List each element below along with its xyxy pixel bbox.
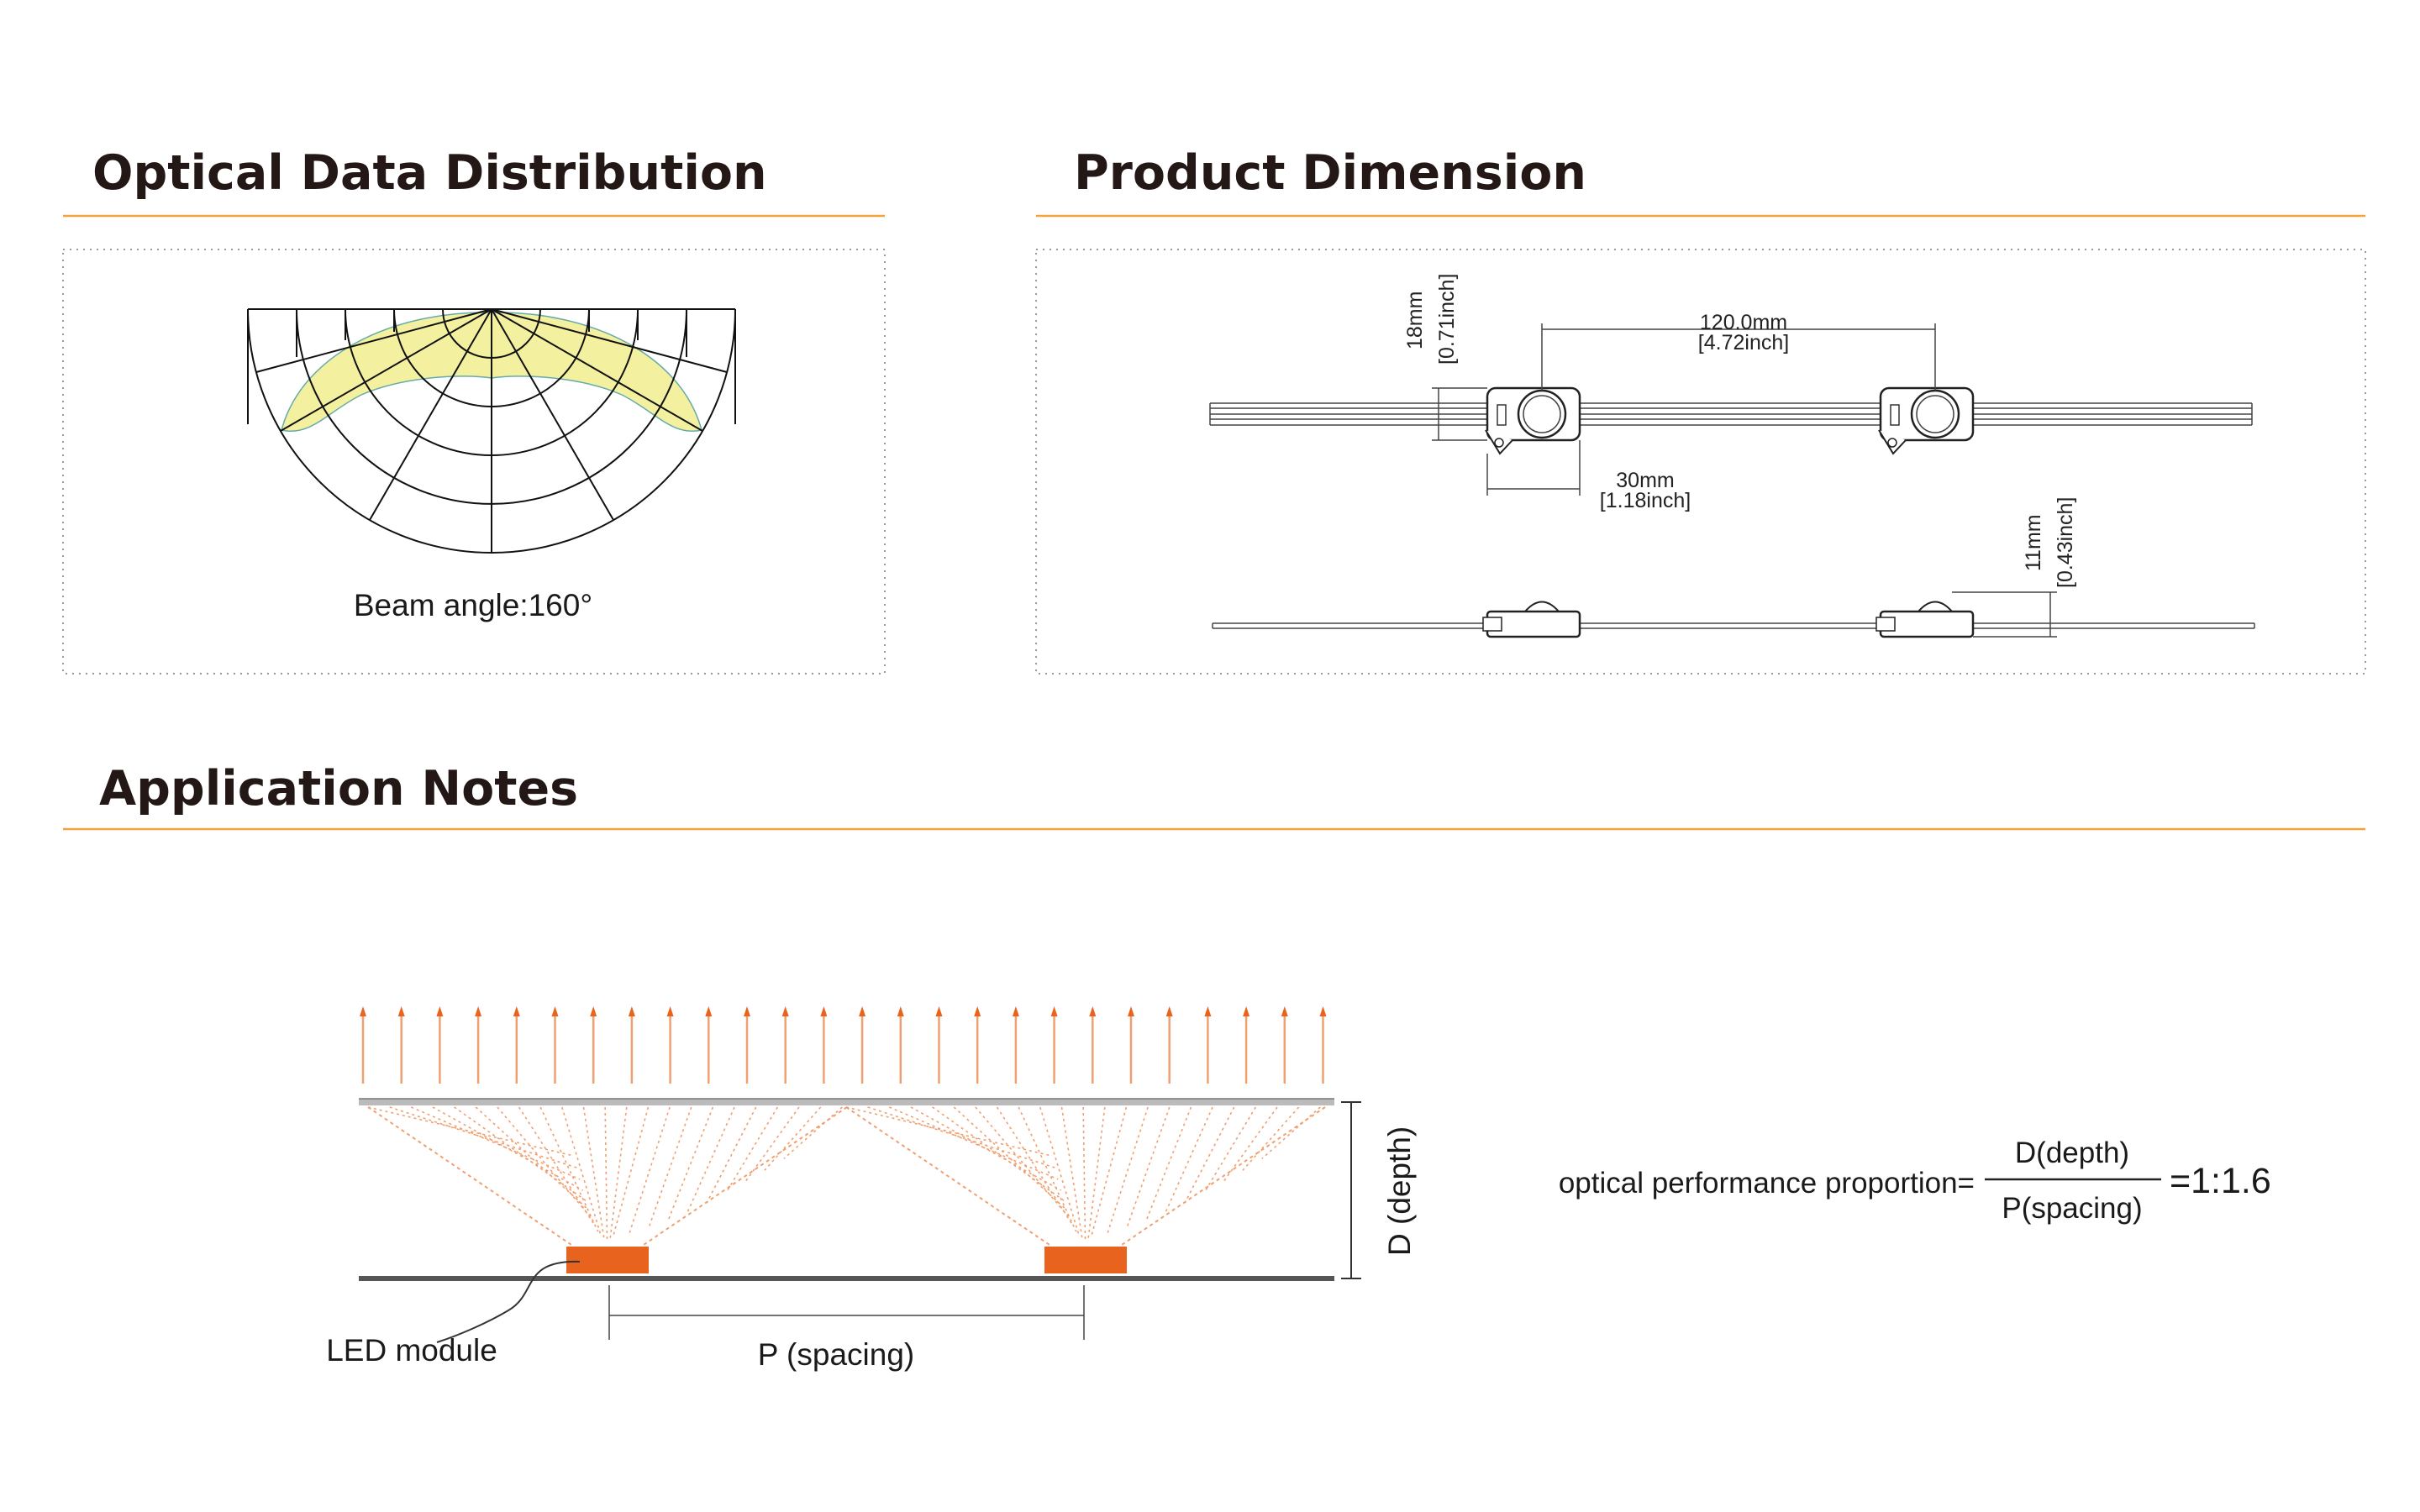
light-arrow [513, 1006, 520, 1084]
light-arrow [820, 1006, 828, 1084]
pitch-inch-label: [4.72inch] [1698, 331, 1789, 354]
light-arrow [666, 1006, 674, 1084]
height-mm-label: 18mm [1403, 291, 1427, 349]
spacing-dimension [608, 1285, 1085, 1340]
light-arrow [859, 1006, 866, 1084]
led-module-block-2 [1044, 1247, 1127, 1273]
light-arrow [1050, 1006, 1058, 1084]
dimension-section-title: Product Dimension [1074, 145, 1586, 201]
width-mm-label: 30mm [1616, 469, 1674, 492]
light-arrow [1243, 1006, 1250, 1084]
light-arrow [628, 1006, 635, 1084]
light-arrow [1165, 1006, 1173, 1084]
light-arrow [974, 1006, 981, 1084]
pitch-mm-label: 120.0mm [1700, 311, 1787, 334]
light-arrow [551, 1006, 559, 1084]
light-output-arrows [360, 1006, 1327, 1084]
height-inch-label: [0.71inch] [1435, 274, 1459, 365]
optical-box [62, 249, 886, 675]
application-section-title: Application Notes [99, 761, 578, 816]
formula-denominator: P(spacing) [2002, 1192, 2142, 1225]
spacing-label: P (spacing) [758, 1337, 914, 1372]
formula-label: optical performance proportion= [1559, 1167, 1975, 1200]
depth-inch-label: [0.43inch] [2054, 497, 2077, 588]
led-module-side-2 [1876, 601, 1975, 638]
led-module-block-1 [566, 1247, 649, 1273]
depth-dimension [1341, 1101, 1361, 1279]
led-module-side-1 [1482, 601, 1581, 638]
light-arrow [744, 1006, 750, 1084]
light-arrow [1204, 1006, 1212, 1084]
light-cone [845, 1106, 1326, 1247]
light-arrow [1319, 1006, 1327, 1084]
light-arrow [1281, 1006, 1288, 1084]
proportion-formula: optical performance proportion= D(depth)… [1559, 1137, 2271, 1225]
polar-diagram [247, 308, 736, 554]
application-diagram: D (depth) P (spacing) LED module [326, 1006, 1417, 1372]
dimension-box [1035, 249, 2366, 675]
light-arrow [436, 1006, 444, 1084]
dimension-lines-top [1432, 323, 1936, 496]
light-arrow [897, 1006, 904, 1084]
led-module-top-2 [1878, 386, 1975, 455]
light-arrow [397, 1006, 405, 1084]
beam-angle-caption: Beam angle:160° [354, 588, 592, 622]
depth-mm-label: 11mm [2022, 514, 2045, 571]
light-arrow [1128, 1006, 1134, 1084]
width-inch-label: [1.18inch] [1600, 489, 1691, 512]
light-arrow [705, 1006, 713, 1084]
light-arrow [360, 1006, 366, 1084]
formula-numerator: D(depth) [2015, 1137, 2129, 1169]
light-arrow [1012, 1006, 1019, 1084]
light-arrow [781, 1006, 789, 1084]
led-module-leader [436, 1260, 581, 1343]
light-arrow [590, 1006, 597, 1084]
wire-bundle-side [1212, 622, 2255, 629]
light-cones [367, 1106, 1326, 1247]
light-arrow [1089, 1006, 1097, 1084]
light-arrow [475, 1006, 482, 1084]
led-module-label: LED module [326, 1333, 497, 1368]
led-module-top-1 [1485, 386, 1581, 455]
side-view-drawing: 11mm [0.43inch] [1212, 497, 2255, 638]
wire-bundle-top [1209, 402, 2253, 426]
polar-grid-radials [255, 308, 728, 553]
formula-result: =1:1.6 [2170, 1161, 2271, 1201]
top-view-drawing: 18mm [0.71inch] 120.0mm [4.72inch] 30mm … [1209, 274, 2253, 512]
light-cone [367, 1106, 848, 1247]
optical-section-title: Optical Data Distribution [92, 145, 767, 201]
dimension-lines-side [1952, 591, 2057, 638]
light-arrow [935, 1006, 943, 1084]
depth-label: D (depth) [1382, 1126, 1417, 1256]
